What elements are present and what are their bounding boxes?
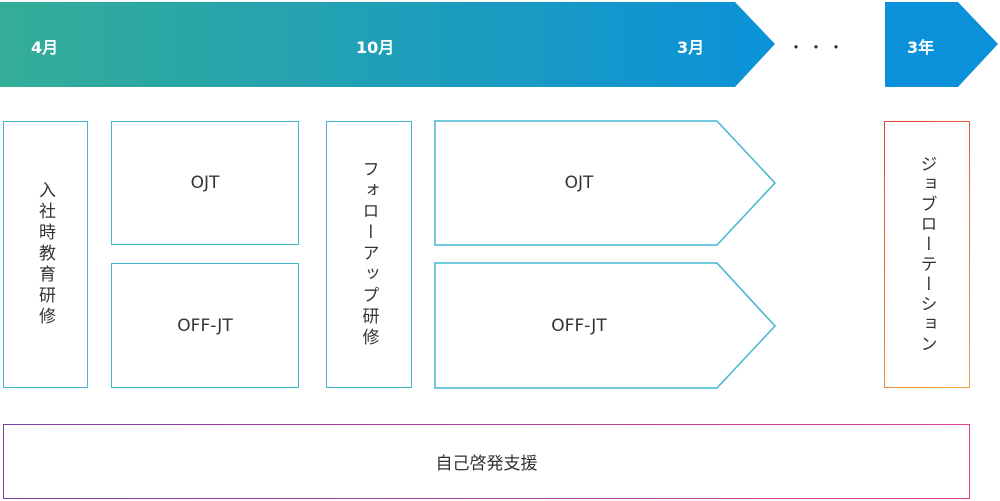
- offjt-box-first: OFF-JT: [111, 263, 299, 388]
- entry-training-label: 入社時教育研修: [35, 181, 55, 328]
- self-development-support-box: 自己啓発支援: [3, 424, 970, 499]
- offjt-label-second: OFF-JT: [551, 315, 607, 336]
- follow-up-training-label: フォローアップ研修: [358, 160, 379, 349]
- timeline-third-year-arrow: [885, 2, 998, 87]
- follow-up-training-box: フォローアップ研修: [326, 121, 412, 388]
- job-rotation-box: ジョブローテーション: [884, 121, 970, 388]
- ojt-arrow-shape: [434, 120, 777, 246]
- offjt-label-first: OFF-JT: [177, 315, 233, 336]
- job-rotation-label: ジョブローテーション: [916, 154, 937, 355]
- timeline-label-march: 3月: [677, 38, 705, 57]
- entry-training-box: 入社時教育研修: [3, 121, 88, 388]
- timeline-first-year-arrow: [0, 2, 775, 87]
- self-development-support-label: 自己啓発支援: [435, 454, 538, 474]
- timeline-ellipsis: ・・・: [788, 38, 849, 57]
- ojt-label-first: OJT: [190, 173, 220, 193]
- ojt-label-second: OJT: [564, 173, 594, 193]
- offjt-arrow-shape: [434, 262, 777, 389]
- timeline-label-april: 4月: [31, 38, 59, 57]
- timeline-label-third-year: 3年: [907, 38, 935, 57]
- stage4-arrow-boxes: [434, 120, 777, 389]
- timeline-graphic: [0, 2, 998, 87]
- timeline-label-october: 10月: [356, 38, 395, 57]
- ojt-box-first: OJT: [111, 121, 299, 245]
